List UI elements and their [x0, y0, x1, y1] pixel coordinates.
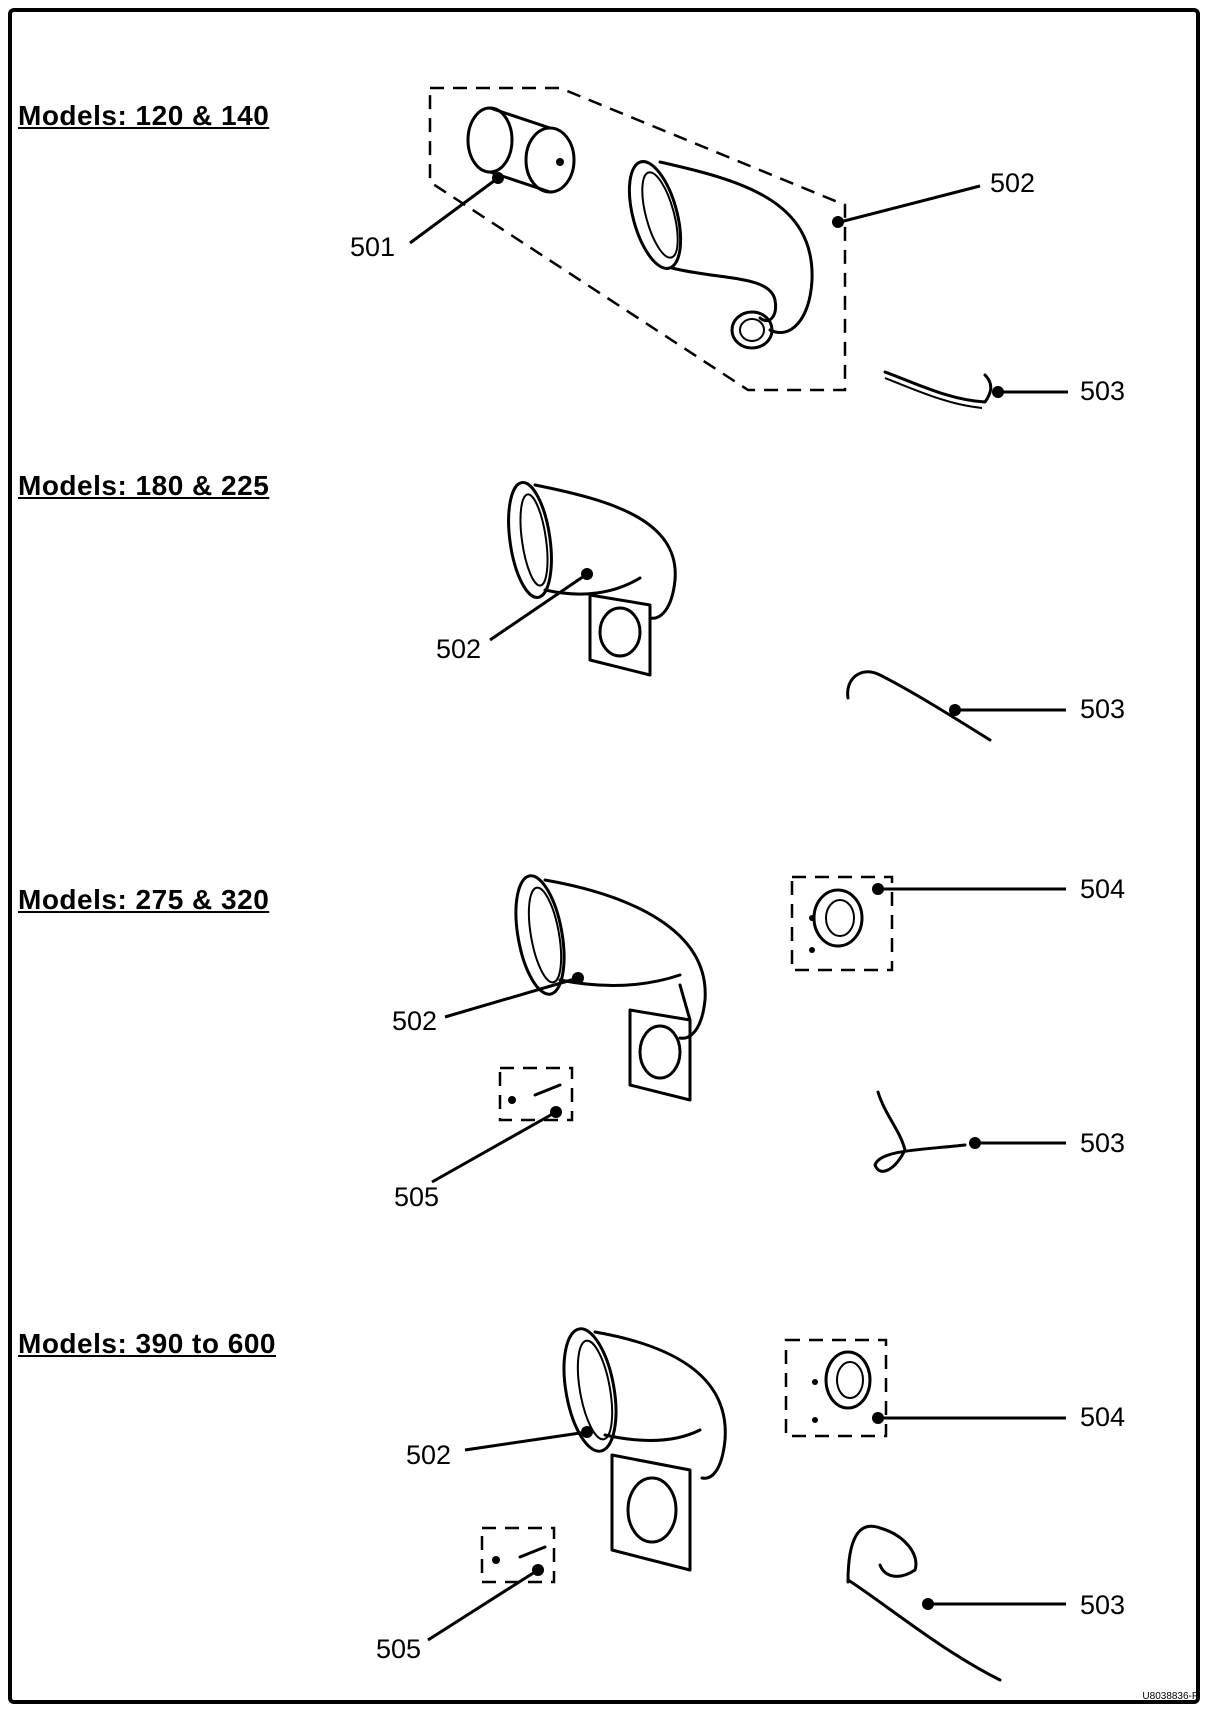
document-id: U8038836-F — [1142, 1691, 1198, 1702]
callout-503: 503 — [1080, 376, 1126, 406]
callout-505: 505 — [376, 1634, 422, 1664]
callout-501: 501 — [350, 232, 396, 262]
callout-503: 503 — [1080, 1128, 1126, 1158]
part-503-wire — [846, 670, 992, 742]
leader-505 — [427, 1568, 539, 1642]
section-2-parts — [489, 480, 1066, 742]
callout-502: 502 — [392, 1006, 438, 1036]
callout-503: 503 — [1080, 1590, 1126, 1620]
callout-502: 502 — [436, 634, 482, 664]
part-502-vent-elbow — [562, 1327, 727, 1572]
callout-502: 502 — [406, 1440, 452, 1470]
leader-502 — [464, 1430, 588, 1452]
part-504-gasket — [812, 1350, 872, 1423]
kit-504-dashed-outline — [790, 875, 894, 972]
part-503-wire — [883, 370, 993, 409]
kit-502-dashed-outline — [428, 86, 847, 392]
kit-505-dashed-outline — [480, 1526, 556, 1584]
leader-501 — [409, 176, 499, 245]
part-504-gasket — [809, 888, 864, 953]
part-503-wire — [873, 1090, 967, 1173]
callout-504: 504 — [1080, 1402, 1126, 1432]
part-502-vent-elbow — [514, 874, 707, 1102]
part-501-sleeve — [466, 106, 576, 194]
part-505-screws — [508, 1083, 562, 1104]
section-title-models-120-140: Models: 120 & 140 — [18, 100, 270, 131]
callout-502: 502 — [990, 168, 1036, 198]
section-title-models-275-320: Models: 275 & 320 — [18, 884, 270, 915]
kit-504-dashed-outline — [784, 1338, 888, 1438]
part-502-vent-elbow — [507, 480, 677, 677]
leader-502 — [839, 184, 981, 224]
page-border — [8, 8, 1200, 1704]
part-503-wire — [846, 1524, 1002, 1682]
section-title-models-180-225: Models: 180 & 225 — [18, 470, 270, 501]
section-title-models-390-600: Models: 390 to 600 — [18, 1328, 276, 1359]
part-502-vent-elbow — [627, 160, 814, 350]
part-505-screws — [492, 1545, 547, 1564]
section-1-parts — [409, 86, 1068, 409]
kit-505-dashed-outline — [498, 1066, 574, 1122]
leader-502 — [444, 976, 579, 1019]
callout-504: 504 — [1080, 874, 1126, 904]
leader-502 — [489, 572, 588, 642]
leader-505 — [431, 1110, 557, 1184]
callout-503: 503 — [1080, 694, 1126, 724]
callout-505: 505 — [394, 1182, 440, 1212]
section-3-parts — [431, 874, 1066, 1184]
section-4-parts — [427, 1327, 1066, 1682]
